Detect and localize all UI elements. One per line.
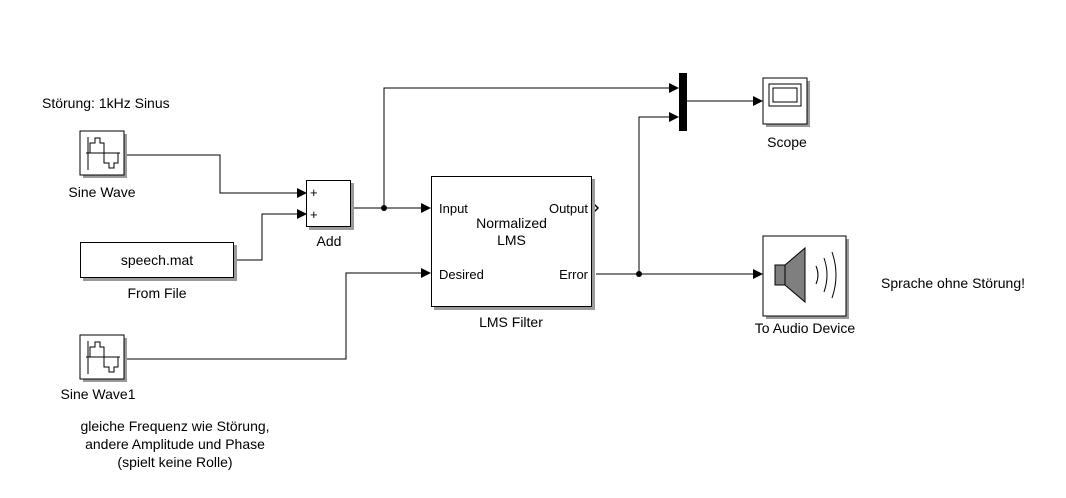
mux-block[interactable]	[679, 73, 687, 131]
add-port2-sign: +	[310, 207, 318, 222]
from-file-filename: speech.mat	[120, 252, 194, 268]
sine-wave-icon	[86, 341, 120, 374]
lms-title-line1: Normalized	[476, 215, 547, 231]
scope-label: Scope	[767, 134, 807, 150]
branch-point	[636, 271, 642, 277]
line-file-to-add[interactable]	[234, 209, 307, 261]
sine2-note-line2: andere Amplitude und Phase	[85, 436, 265, 452]
output-port-arrow	[591, 201, 600, 215]
disturbance-annotation: Störung: 1kHz Sinus	[42, 95, 170, 111]
sine-wave-icon	[86, 137, 120, 170]
lms-output-port: Output	[548, 201, 588, 216]
audio-device-label: To Audio Device	[754, 320, 856, 336]
speaker-icon	[774, 246, 837, 304]
scope-icon	[768, 83, 802, 107]
from-file-label: From File	[127, 285, 187, 301]
sine2-note-line1: gleiche Frequenz wie Störung,	[80, 418, 270, 434]
sine-wave-label: Sine Wave	[68, 184, 136, 200]
scope-block[interactable]	[762, 77, 810, 127]
audio-device-block[interactable]	[762, 235, 849, 319]
lms-desired-port: Desired	[439, 267, 484, 282]
lms-title-line2: LMS	[497, 232, 526, 248]
add-port1-sign: +	[310, 185, 318, 200]
line-sine-to-add[interactable]	[127, 154, 307, 198]
sine2-note-line3: (spielt keine Rolle)	[117, 454, 233, 470]
line-branch-to-mux[interactable]	[383, 83, 679, 208]
line-error-branch-to-mux[interactable]	[638, 112, 679, 274]
output-annotation: Sprache ohne Störung!	[881, 275, 1025, 291]
line-sine1-to-desired[interactable]	[127, 268, 431, 360]
lms-error-port: Error	[559, 267, 588, 282]
sine-wave-block[interactable]	[79, 130, 127, 178]
lms-filter-label: LMS Filter	[479, 314, 543, 330]
from-file-block[interactable]: speech.mat	[80, 242, 234, 278]
add-label: Add	[316, 233, 342, 249]
branch-point	[381, 205, 387, 211]
sine-wave1-block[interactable]	[79, 334, 127, 382]
sine-wave1-label: Sine Wave1	[60, 386, 136, 402]
lms-input-port: Input	[439, 201, 468, 216]
add-block[interactable]: + +	[306, 180, 351, 227]
lms-filter-block[interactable]: Input Desired Output Error Normalized LM…	[431, 176, 592, 307]
